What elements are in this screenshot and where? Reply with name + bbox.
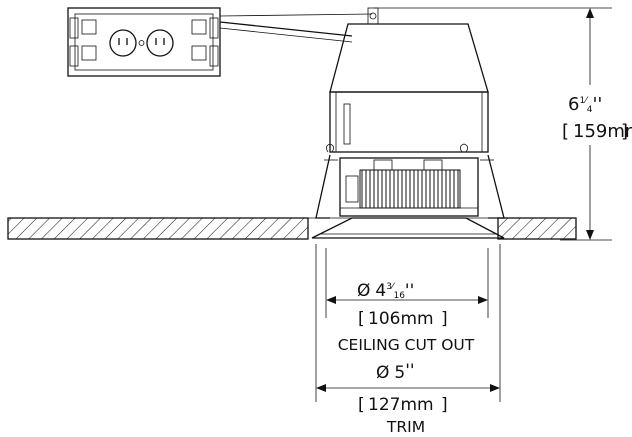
trim-metric-bracket-left: [	[358, 395, 365, 415]
height-whole: 6	[568, 94, 579, 115]
cutout-frac-num: 3	[386, 282, 392, 292]
cutout-frac-slash: ⁄	[390, 282, 396, 292]
svg-text:Ø5'': Ø5''	[376, 361, 415, 383]
svg-text:61⁄4'': 61⁄4''	[568, 94, 602, 115]
height-dimension: 61⁄4'' [ 159mm ]	[374, 7, 632, 241]
side-frames	[315, 143, 505, 219]
height-metric-bracket-right: ]	[621, 121, 628, 142]
cutout-caption: CEILING CUT OUT	[338, 336, 475, 354]
cutout-diameter-symbol: Ø	[357, 281, 370, 301]
outlet-icon	[109, 29, 174, 57]
height-frac-slash: ⁄	[583, 96, 589, 106]
trim-caption: TRIM	[386, 418, 425, 436]
junction-box	[67, 7, 221, 77]
cutout-metric: 106mm	[368, 309, 434, 329]
mounting-bracket	[219, 7, 379, 43]
trim-value: 5	[394, 363, 405, 383]
height-metric-bracket-left: [	[562, 121, 569, 142]
cutout-metric-bracket-left: [	[358, 309, 365, 329]
cutout-whole: 4	[375, 281, 386, 301]
height-frac-num: 1	[579, 96, 585, 106]
ceiling-section	[7, 217, 577, 240]
cutout-frac-den: 16	[393, 291, 405, 301]
cutout-unit: ''	[405, 281, 414, 301]
trim-metric: 127mm	[368, 395, 434, 415]
height-unit: ''	[592, 94, 602, 115]
cutout-metric-bracket-right: ]	[441, 309, 448, 329]
trim-flange	[311, 217, 505, 239]
light-engine	[339, 157, 479, 217]
trim-unit: ''	[405, 361, 414, 381]
trim-metric-bracket-right: ]	[441, 395, 448, 415]
housing-can	[329, 23, 489, 153]
svg-text:Ø43⁄16'': Ø43⁄16''	[357, 281, 414, 301]
height-metric: 159mm	[573, 121, 632, 142]
height-frac-den: 4	[587, 105, 593, 115]
trim-diameter-symbol: Ø	[376, 363, 389, 383]
